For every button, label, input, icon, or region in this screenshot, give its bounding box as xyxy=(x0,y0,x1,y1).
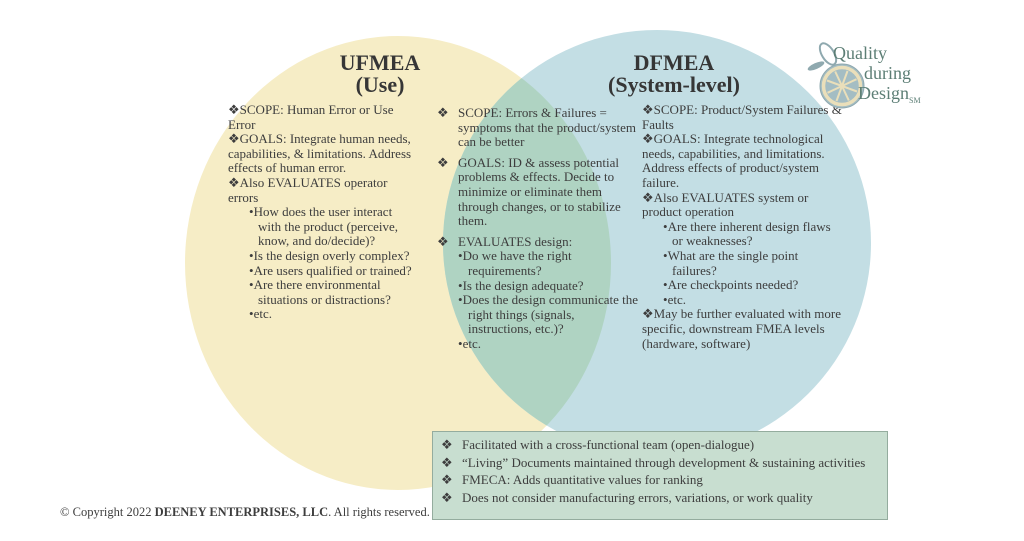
list-item: •etc. xyxy=(458,335,641,352)
shared-box-item-text: Does not consider manufacturing errors, … xyxy=(462,489,813,505)
list-item: •Are checkpoints needed? xyxy=(663,277,843,293)
dot-bullet-icon: • xyxy=(663,247,668,263)
ufmea-title-line1: UFMEA xyxy=(339,50,421,75)
dfmea-title-line2: (System-level) xyxy=(608,72,740,97)
shared-box-row: ❖ Facilitated with a cross-functional te… xyxy=(441,437,879,453)
list-item-text: Is the design overly complex? xyxy=(253,247,410,263)
ufmea-goals-text: ❖GOALS: Integrate human needs, capabilit… xyxy=(228,131,412,176)
ufmea-evaluates-text: ❖Also EVALUATES operator errors xyxy=(228,174,388,205)
logo-service-mark: SM xyxy=(909,96,921,105)
ufmea-evaluates-list: •How does the user interact with the pro… xyxy=(228,204,418,322)
dfmea-title: DFMEA (System-level) xyxy=(563,52,785,96)
list-item: •Does the design communicate the right t… xyxy=(458,292,641,337)
list-item-text: Are checkpoints needed? xyxy=(667,277,799,293)
citrus-leaf-logo-icon xyxy=(807,42,865,109)
overlap-column: ❖ SCOPE: Errors & Failures = symptoms th… xyxy=(437,105,641,358)
dot-bullet-icon: • xyxy=(249,277,254,293)
list-item-text: etc. xyxy=(253,306,272,322)
list-item: •Are there environmental situations or d… xyxy=(249,277,418,307)
dfmea-evaluates-list: •Are there inherent design flaws or weak… xyxy=(642,218,843,308)
dot-bullet-icon: • xyxy=(663,277,668,293)
logo-text-line1: Quality xyxy=(833,43,887,63)
dfmea-column: ❖SCOPE: Product/System Failures & Faults… xyxy=(642,102,843,351)
shared-box-row: ❖ “Living” Documents maintained through … xyxy=(441,454,879,471)
overlap-evaluates-list: •Do we have the right requirements? •Is … xyxy=(458,249,641,351)
diamond-bullet-icon: ❖ xyxy=(441,454,453,470)
logo-design-word: Design xyxy=(858,83,909,103)
shared-box-row: ❖ FMECA: Adds quantitative values for ra… xyxy=(441,472,879,488)
list-item: •Do we have the right requirements? xyxy=(458,249,641,278)
list-item-text: How does the user interact with the prod… xyxy=(253,204,399,249)
dfmea-title-line1: DFMEA xyxy=(633,50,715,75)
copyright-company: DEENEY ENTERPRISES, LLC xyxy=(154,505,329,519)
quality-during-design-logo: Quality during DesignSM xyxy=(800,40,990,118)
ufmea-title: UFMEA (Use) xyxy=(285,52,475,96)
diamond-bullet-icon: ❖ xyxy=(441,472,453,487)
ufmea-title-line2: (Use) xyxy=(355,72,405,97)
list-item: •Is the design overly complex? xyxy=(249,247,418,264)
list-item: •etc. xyxy=(249,307,418,322)
overlap-evaluates-row: ❖ EVALUATES design: •Do we have the righ… xyxy=(437,233,641,352)
diamond-bullet-icon: ❖ xyxy=(441,437,453,452)
diamond-bullet-icon: ❖ xyxy=(437,154,449,170)
shared-box-item-text: FMECA: Adds quantitative values for rank… xyxy=(462,472,703,487)
dfmea-goals-text: ❖GOALS: Integrate technological needs, c… xyxy=(642,131,825,190)
ufmea-column: ❖SCOPE: Human Error or Use Error ❖GOALS:… xyxy=(228,102,418,322)
list-item: •Are there inherent design flaws or weak… xyxy=(663,218,843,249)
dfmea-evaluates-text: ❖Also EVALUATES system or product operat… xyxy=(642,189,809,220)
shared-box-row: ❖ Does not consider manufacturing errors… xyxy=(441,489,879,506)
list-item-text: Are users qualified or trained? xyxy=(253,262,412,278)
shared-characteristics-box: ❖ Facilitated with a cross-functional te… xyxy=(432,431,888,520)
dot-bullet-icon: • xyxy=(458,248,463,264)
venn-overlap-region xyxy=(443,36,611,456)
ufmea-scope-text: ❖SCOPE: Human Error or Use Error xyxy=(228,102,394,132)
overlap-scope-row: ❖ SCOPE: Errors & Failures = symptoms th… xyxy=(437,105,641,150)
dfmea-further-text: ❖May be further evaluated with more spec… xyxy=(642,306,841,351)
overlap-goals-text: GOALS: ID & assess potential problems & … xyxy=(458,154,621,229)
copyright-footer: © Copyright 2022 DEENEY ENTERPRISES, LLC… xyxy=(60,505,430,520)
shared-box-item-text: Facilitated with a cross-functional team… xyxy=(462,437,755,452)
diamond-bullet-icon: ❖ xyxy=(437,233,449,249)
dot-bullet-icon: • xyxy=(249,204,254,220)
dot-bullet-icon: • xyxy=(663,291,668,307)
dot-bullet-icon: • xyxy=(458,335,463,351)
diamond-bullet-icon: ❖ xyxy=(437,105,449,120)
list-item-text: Is the design adequate? xyxy=(462,277,584,293)
list-item: •Are users qualified or trained? xyxy=(249,262,418,279)
list-item-text: Do we have the right requirements? xyxy=(462,248,572,278)
list-item-text: Are there inherent design flaws or weakn… xyxy=(667,218,831,249)
dot-bullet-icon: • xyxy=(249,247,254,263)
overlap-evaluates-text: EVALUATES design: xyxy=(458,233,573,249)
dot-bullet-icon: • xyxy=(458,292,463,308)
list-item-text: Are there environmental situations or di… xyxy=(253,277,391,307)
dot-bullet-icon: • xyxy=(458,277,463,293)
list-item-text: etc. xyxy=(667,291,686,307)
diamond-bullet-icon: ❖ xyxy=(441,489,453,505)
dot-bullet-icon: • xyxy=(249,262,254,278)
list-item-text: Does the design communicate the right th… xyxy=(462,292,639,337)
list-item-text: What are the single point failures? xyxy=(667,247,799,278)
list-item: •What are the single point failures? xyxy=(663,247,843,278)
overlap-goals-row: ❖ GOALS: ID & assess potential problems … xyxy=(437,154,641,229)
list-item: •Is the design adequate? xyxy=(458,277,641,294)
copyright-prefix: © Copyright 2022 xyxy=(60,505,155,519)
list-item: •etc. xyxy=(663,291,843,308)
overlap-scope-text: SCOPE: Errors & Failures = symptoms that… xyxy=(458,105,637,150)
shared-box-item-text: “Living” Documents maintained through de… xyxy=(462,454,866,470)
dot-bullet-icon: • xyxy=(249,306,254,322)
list-item-text: etc. xyxy=(462,335,481,351)
dfmea-scope-text: ❖SCOPE: Product/System Failures & Faults xyxy=(642,102,842,132)
dot-bullet-icon: • xyxy=(663,218,668,234)
logo-text-line3: DesignSM xyxy=(858,83,921,111)
list-item: •How does the user interact with the pro… xyxy=(249,204,418,249)
copyright-suffix: . All rights reserved. xyxy=(328,505,430,519)
logo-text-line2: during xyxy=(864,63,911,83)
